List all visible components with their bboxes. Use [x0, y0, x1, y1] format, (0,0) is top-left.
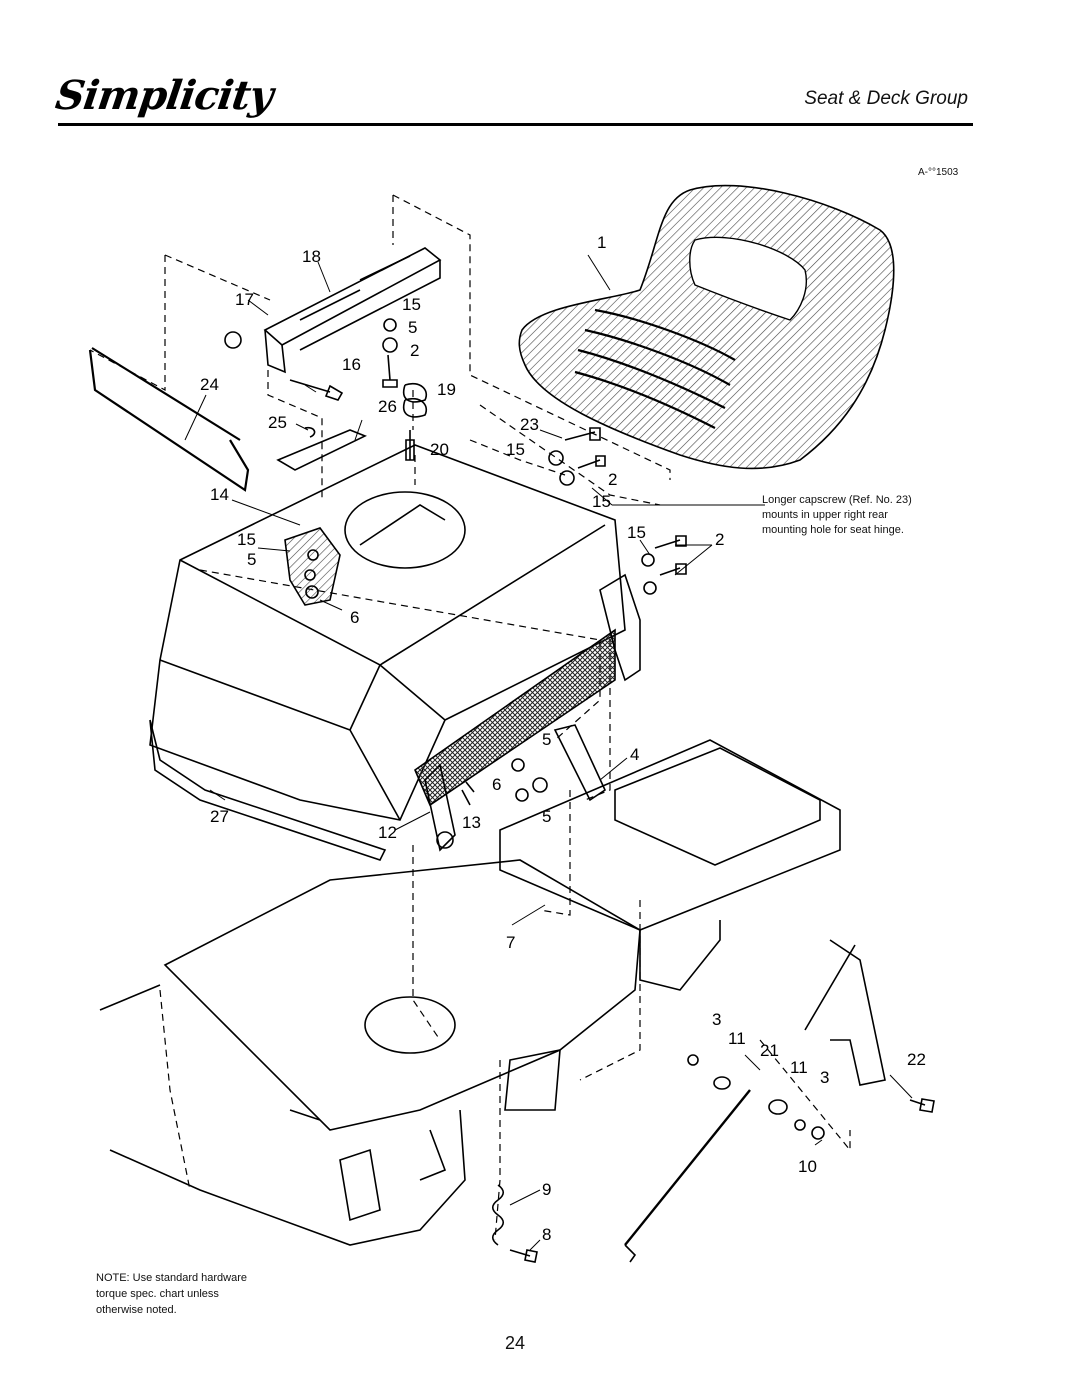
callout-4: 4	[630, 745, 639, 764]
callout-6b: 6	[492, 775, 501, 794]
section-title: Seat & Deck Group	[804, 88, 968, 109]
callout-leaders	[184, 254, 913, 1251]
capscrew-note-line-1: Longer capscrew (Ref. No. 23)	[762, 494, 912, 506]
seat-hinge-bracket	[263, 247, 442, 374]
callout-26: 26	[378, 397, 397, 416]
header-rule	[58, 123, 973, 126]
callout-3a: 3	[712, 1010, 721, 1029]
latch	[424, 763, 456, 852]
callout-labels: 1 18 17 15 5 2 16 19 24 26 25 20 23 15 2…	[200, 233, 926, 1244]
callout-20: 20	[430, 440, 449, 459]
callout-17: 17	[235, 290, 254, 309]
callout-24: 24	[200, 375, 219, 394]
callout-5a: 5	[408, 318, 417, 337]
callout-6a: 6	[350, 608, 359, 627]
callout-27: 27	[210, 807, 229, 826]
torque-note-line-2: torque spec. chart unless	[96, 1288, 219, 1300]
callout-15e: 15	[627, 523, 646, 542]
hardware-cluster	[224, 318, 687, 595]
callout-10: 10	[798, 1157, 817, 1176]
callout-13: 13	[462, 813, 481, 832]
capscrew-note-line-2: mounts in upper right rear	[762, 509, 888, 521]
callout-2b: 2	[608, 470, 617, 489]
page-number: 24	[505, 1333, 526, 1353]
seat	[518, 184, 895, 470]
callout-14: 14	[210, 485, 229, 504]
callout-5d: 5	[542, 807, 551, 826]
trim-skirt	[149, 719, 387, 861]
callout-21: 21	[760, 1041, 779, 1060]
callout-15c: 15	[592, 492, 611, 511]
torque-note-line-1: NOTE: Use standard hardware	[96, 1272, 248, 1284]
callout-7: 7	[506, 933, 515, 952]
lift-rod	[624, 1089, 751, 1246]
link-plate	[553, 724, 607, 802]
callout-2c: 2	[715, 530, 724, 549]
callout-12: 12	[378, 823, 397, 842]
callout-19: 19	[437, 380, 456, 399]
capscrew-note: Longer capscrew (Ref. No. 23) mounts in …	[762, 493, 972, 538]
callout-11a: 11	[728, 1029, 746, 1048]
callout-23: 23	[520, 415, 539, 434]
page-header: Simplicity Seat & Deck Group	[0, 0, 1080, 130]
callout-5b: 5	[247, 550, 256, 569]
callout-5c: 5	[542, 730, 551, 749]
callout-8: 8	[542, 1225, 551, 1244]
mower-frame	[499, 739, 886, 1086]
callout-16: 16	[342, 355, 361, 374]
callout-3b: 3	[820, 1068, 829, 1087]
torque-note-line-3: otherwise noted.	[96, 1304, 177, 1316]
callout-2a: 2	[410, 341, 419, 360]
spring	[491, 1184, 505, 1246]
callout-11b: 11	[790, 1058, 808, 1077]
deck-cover	[149, 444, 626, 821]
support-rod	[88, 347, 250, 492]
callout-25: 25	[268, 413, 287, 432]
callout-15a: 15	[402, 295, 421, 314]
torque-note: NOTE: Use standard hardware torque spec.…	[96, 1270, 296, 1318]
callout-9: 9	[542, 1180, 551, 1199]
figure-id: A-°°1503	[918, 167, 959, 178]
mower-deck	[99, 859, 641, 1246]
callout-1: 1	[597, 233, 606, 252]
callout-15b: 15	[506, 440, 525, 459]
assembly-lines	[89, 194, 851, 1241]
hood-bracket	[599, 573, 641, 682]
capscrew-note-line-3: mounting hole for seat hinge.	[762, 524, 904, 536]
callout-18: 18	[302, 247, 321, 266]
callout-22: 22	[907, 1050, 926, 1069]
callout-15d: 15	[237, 530, 256, 549]
